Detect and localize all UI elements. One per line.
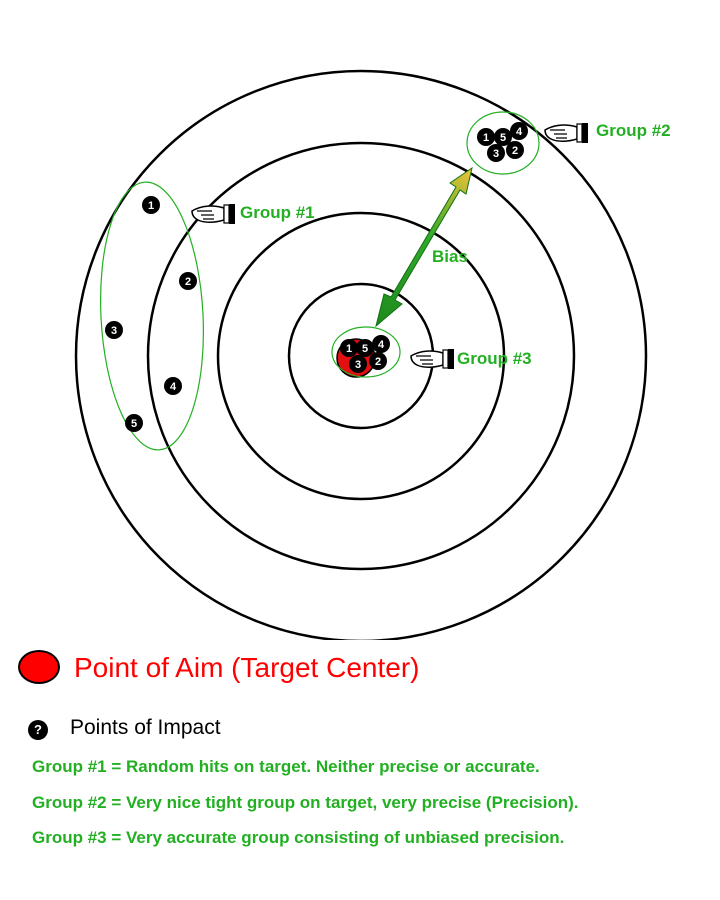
group-2-ellipse — [466, 111, 540, 175]
group-3-shot: 5 — [356, 339, 374, 357]
svg-text:4: 4 — [170, 381, 177, 393]
group-2-description: Group #2 = Very nice tight group on targ… — [32, 793, 579, 812]
group-1-shot: 4 — [164, 377, 182, 395]
group-1: 1 2 3 4 5 Group #1 — [99, 181, 315, 451]
target-diagram: 1 2 3 4 5 Group #1 1 5 — [74, 69, 671, 640]
bias-arrow: Bias — [375, 166, 473, 328]
svg-text:2: 2 — [375, 356, 381, 368]
svg-text:5: 5 — [362, 343, 368, 355]
group-2: 1 5 4 3 2 Group #2 — [466, 111, 671, 175]
group-1-description: Group #1 = Random hits on target. Neithe… — [32, 757, 540, 776]
legend-points-of-impact: ? Points of Impact — [28, 716, 628, 744]
group-2-shot: 3 — [487, 144, 505, 162]
target-rings — [74, 69, 648, 640]
svg-text:3: 3 — [355, 359, 361, 371]
legend-impact-label: Points of Impact — [70, 716, 221, 739]
group-3-shot: 3 — [349, 355, 367, 373]
svg-text:4: 4 — [516, 126, 523, 138]
svg-text:1: 1 — [483, 132, 489, 144]
group-3-shot: 2 — [369, 352, 387, 370]
svg-text:5: 5 — [131, 418, 137, 430]
group-3-label: Group #3 — [457, 349, 532, 368]
group-2-shot: 5 — [494, 128, 512, 146]
impact-dot-icon: ? — [28, 720, 48, 740]
group-3-ellipse — [331, 326, 401, 378]
group-2-shot: 4 — [510, 122, 528, 140]
group-1-ellipse — [99, 181, 205, 451]
svg-text:2: 2 — [185, 276, 191, 288]
svg-text:5: 5 — [500, 132, 506, 144]
group-3-shot: 1 — [340, 339, 358, 357]
group-1-shot: 1 — [142, 196, 160, 214]
bias-label: Bias — [432, 247, 468, 266]
pointing-hand-icon — [410, 348, 455, 370]
legend-aim-label: Point of Aim (Target Center) — [74, 652, 420, 683]
aim-dot-icon — [18, 650, 60, 684]
pointing-hand-icon — [191, 203, 236, 225]
group-3: 1 5 4 3 2 Group #3 — [331, 326, 532, 378]
svg-text:2: 2 — [512, 145, 518, 157]
outer-ring — [74, 69, 648, 640]
group-1-label: Group #1 — [240, 203, 315, 222]
svg-text:1: 1 — [148, 200, 154, 212]
group-3-description: Group #3 = Very accurate group consistin… — [32, 828, 565, 847]
group-2-shot: 2 — [506, 141, 524, 159]
svg-text:1: 1 — [346, 343, 352, 355]
legend-point-of-aim: Point of Aim (Target Center) — [18, 650, 708, 690]
group-1-shot: 3 — [105, 321, 123, 339]
group-1-shot: 2 — [179, 272, 197, 290]
group-1-shot: 5 — [125, 414, 143, 432]
pointing-hand-icon — [544, 122, 589, 144]
group-2-shot: 1 — [477, 128, 495, 146]
svg-text:3: 3 — [111, 325, 117, 337]
svg-text:4: 4 — [378, 339, 385, 351]
group-3-shot: 4 — [372, 335, 390, 353]
svg-text:3: 3 — [493, 148, 499, 160]
second-ring — [146, 141, 576, 571]
third-ring — [216, 211, 506, 501]
group-2-label: Group #2 — [596, 121, 671, 140]
